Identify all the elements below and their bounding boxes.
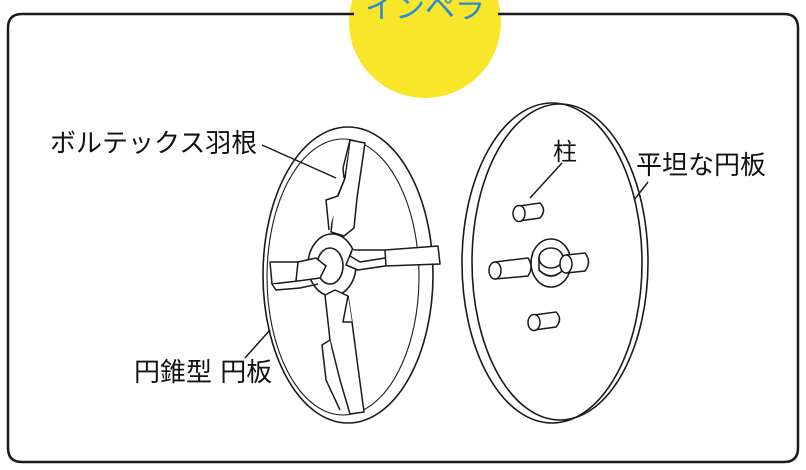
blade-left	[269, 257, 327, 285]
blade-right	[345, 245, 441, 271]
title-badge	[349, 0, 501, 98]
leader-vortex-blade	[261, 144, 337, 179]
flat-disc	[461, 102, 649, 424]
conical-disc	[262, 126, 434, 424]
pillars	[488, 202, 590, 332]
leader-conical-disc	[244, 329, 271, 359]
leader-flat-disc	[633, 181, 649, 201]
frame	[6, 12, 800, 464]
label-vortex-blade: ボルテックス羽根	[50, 129, 258, 159]
leader-pillar	[529, 162, 563, 199]
label-conical-disc: 円錐型 円板	[134, 358, 273, 388]
pillar-bottom	[533, 311, 561, 331]
label-pillar: 柱	[553, 138, 577, 166]
label-flat-disc: 平坦な円板	[636, 151, 767, 181]
vortex-blades	[269, 139, 441, 415]
pillar-left	[494, 257, 532, 280]
leader-lines	[244, 144, 649, 359]
blade-bottom	[324, 289, 365, 415]
title: インペラ	[365, 0, 485, 26]
